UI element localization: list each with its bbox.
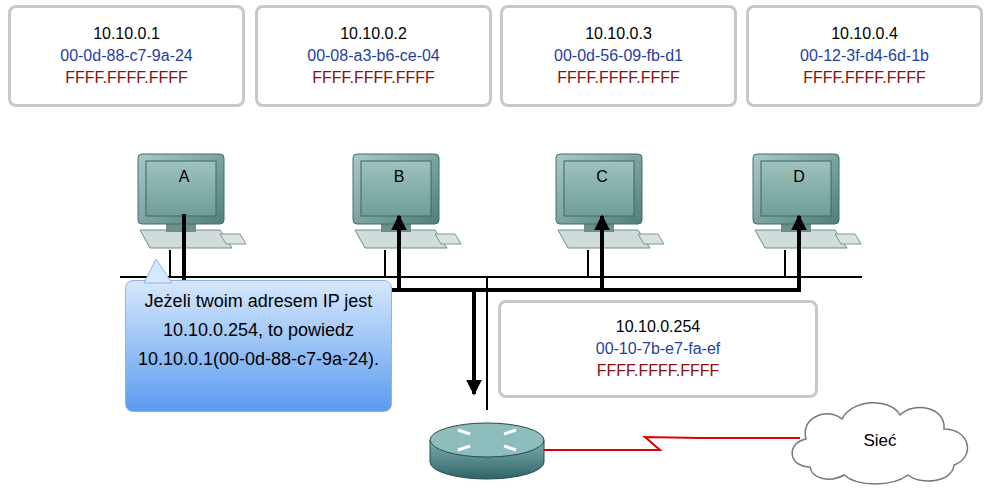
ip-address: 10.10.0.3 [509, 23, 728, 45]
computer-icon [556, 154, 664, 248]
node-text: C [596, 168, 608, 186]
mac-address: 00-12-3f-d4-6d-1b [755, 45, 974, 67]
ip-address: 10.10.0.1 [17, 23, 236, 45]
computer-label: A [150, 162, 218, 214]
mac-address: 00-08-a3-b6-ce-04 [264, 45, 483, 67]
node-text: Sieć [863, 431, 896, 451]
mac-address: 00-0d-56-09-fb-d1 [509, 45, 728, 67]
computer-icon [753, 154, 861, 248]
node-text: A [179, 168, 190, 186]
computer-label: B [365, 162, 433, 214]
address-box: 10.10.0.300-0d-56-09-fb-d1FFFF.FFFF.FFFF [500, 5, 737, 107]
broadcast-mac: FFFF.FFFF.FFFF [755, 67, 974, 89]
broadcast-arrow [184, 214, 602, 290]
broadcast-mac: FFFF.FFFF.FFFF [507, 360, 809, 382]
address-box: 10.10.0.100-0d-88-c7-9a-24FFFF.FFFF.FFFF [8, 5, 245, 107]
wan-link [700, 437, 800, 439]
computer-label: D [765, 162, 833, 214]
broadcast-mac: FFFF.FFFF.FFFF [264, 67, 483, 89]
ip-address: 10.10.0.2 [264, 23, 483, 45]
node-text: Jeżeli twoim adresem IP jest 10.10.0.254… [136, 287, 381, 374]
address-box: 10.10.0.400-12-3f-d4-6d-1bFFFF.FFFF.FFFF [746, 5, 983, 107]
ip-address: 10.10.0.254 [507, 316, 809, 338]
network-cloud: Sieć [780, 395, 980, 487]
address-box: 10.10.0.200-08-a3-b6-ce-04FFFF.FFFF.FFFF [255, 5, 492, 107]
mac-address: 00-10-7b-e7-fa-ef [507, 338, 809, 360]
wan-link [544, 437, 700, 450]
broadcast-mac: FFFF.FFFF.FFFF [509, 67, 728, 89]
ip-address: 10.10.0.4 [755, 23, 974, 45]
speech-callout: Jeżeli twoim adresem IP jest 10.10.0.254… [125, 280, 392, 412]
router-icon [430, 423, 544, 479]
broadcast-arrow [184, 214, 799, 290]
broadcast-arrow [472, 290, 476, 394]
address-box: 10.10.0.25400-10-7b-e7-fa-efFFFF.FFFF.FF… [498, 300, 818, 398]
broadcast-mac: FFFF.FFFF.FFFF [17, 67, 236, 89]
broadcast-arrow [184, 214, 399, 290]
node-text: D [793, 168, 805, 186]
computer-icon [353, 154, 461, 248]
callout-tail [138, 259, 178, 283]
computer-icon [138, 154, 246, 248]
node-text: B [394, 168, 405, 186]
computer-label: C [568, 162, 636, 214]
mac-address: 00-0d-88-c7-9a-24 [17, 45, 236, 67]
